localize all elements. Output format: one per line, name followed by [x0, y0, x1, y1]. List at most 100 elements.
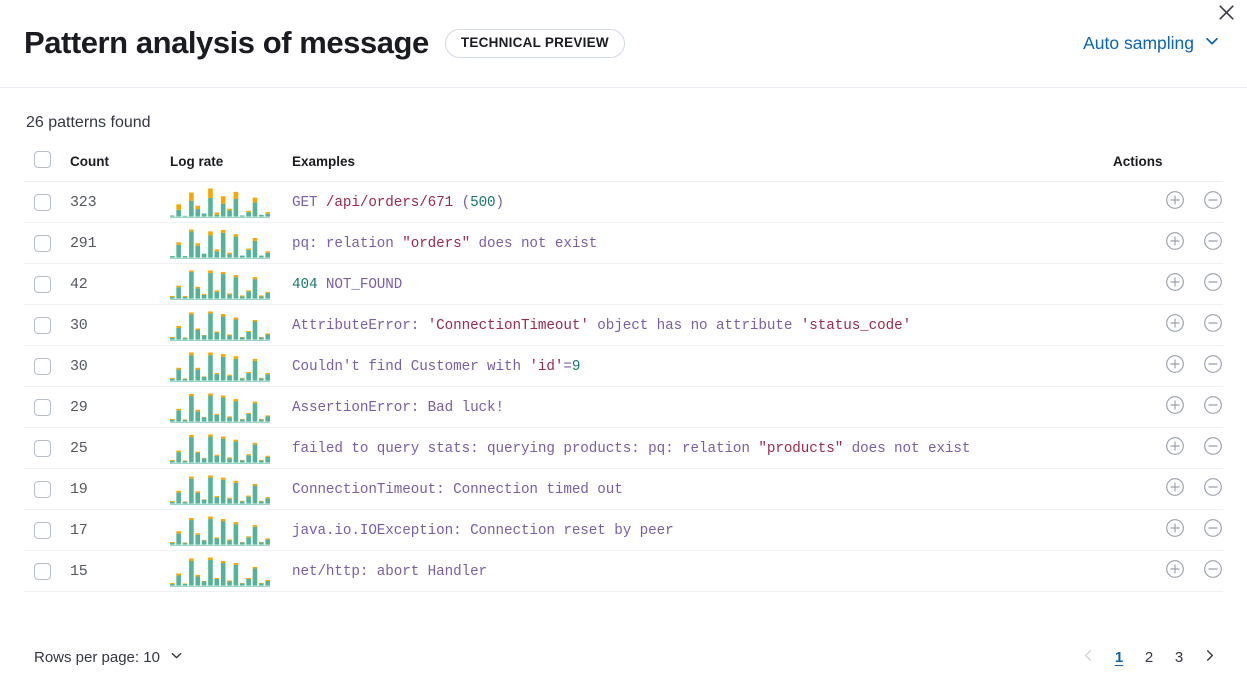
example-token: 404: [292, 277, 318, 293]
example-token: does not exist: [843, 441, 971, 457]
row-checkbox[interactable]: [34, 480, 51, 498]
filter-for-value-button[interactable]: [1165, 395, 1185, 415]
chevron-down-icon: [1203, 32, 1221, 55]
filter-for-value-button[interactable]: [1165, 354, 1185, 374]
row-count: 29: [70, 386, 170, 428]
example-token: NOT_FOUND: [317, 277, 403, 293]
filter-for-value-button[interactable]: [1165, 231, 1185, 251]
row-checkbox[interactable]: [34, 439, 51, 457]
row-log-rate-sparkline: [170, 386, 292, 428]
pagination-page-1[interactable]: 1: [1114, 648, 1124, 666]
row-select-cell: [24, 468, 70, 510]
column-header-examples: Examples: [292, 151, 1113, 182]
row-log-rate-sparkline: [170, 509, 292, 551]
example-token: java.io.IOException: Connection reset by…: [292, 523, 674, 539]
example-token: ): [495, 195, 505, 211]
chevron-left-icon: [1081, 648, 1096, 667]
row-actions: [1113, 386, 1223, 428]
pagination-next-button[interactable]: [1196, 644, 1223, 670]
filter-out-value-button[interactable]: [1203, 559, 1223, 579]
chevron-right-icon: [1202, 648, 1217, 667]
table-row: 19 ConnectionTimeout: Connection timed o…: [24, 468, 1223, 510]
row-actions: [1113, 181, 1223, 223]
row-select-cell: [24, 345, 70, 387]
example-token: 'id': [529, 359, 564, 375]
filter-for-value-button[interactable]: [1165, 477, 1185, 497]
example-token: GET: [292, 195, 326, 211]
example-token: 500: [470, 195, 496, 211]
filter-out-value-button[interactable]: [1203, 354, 1223, 374]
table-footer: Rows per page: 10 1 2 3: [0, 630, 1247, 684]
row-actions: [1113, 222, 1223, 264]
row-select-cell: [24, 427, 70, 469]
filter-out-value-button[interactable]: [1203, 190, 1223, 210]
row-count: 323: [70, 181, 170, 223]
filter-out-value-button[interactable]: [1203, 272, 1223, 292]
select-all-checkbox[interactable]: [34, 151, 51, 168]
row-select-cell: [24, 509, 70, 551]
row-checkbox[interactable]: [34, 398, 51, 416]
example-token: AssertionError: Bad luck!: [292, 400, 504, 416]
row-log-rate-sparkline: [170, 345, 292, 387]
row-example: Couldn't find Customer with 'id'=9: [292, 345, 1113, 387]
pagination-page-2[interactable]: 2: [1144, 648, 1154, 666]
row-example: java.io.IOException: Connection reset by…: [292, 509, 1113, 551]
chevron-down-icon: [169, 648, 184, 667]
filter-for-value-button[interactable]: [1165, 518, 1185, 538]
row-select-cell: [24, 181, 70, 223]
example-token: "products": [758, 441, 844, 457]
row-example: pq: relation "orders" does not exist: [292, 222, 1113, 264]
row-checkbox[interactable]: [34, 316, 51, 334]
table-row: 291 pq: relation "orders" does not exist: [24, 222, 1223, 264]
row-log-rate-sparkline: [170, 468, 292, 510]
row-checkbox[interactable]: [34, 193, 51, 211]
page-title: Pattern analysis of message: [24, 25, 429, 61]
example-token: ConnectionTimeout: Connection timed out: [292, 482, 623, 498]
pagination-page-3[interactable]: 3: [1174, 648, 1184, 666]
close-icon: [1218, 4, 1235, 26]
table-row: 30 Couldn't find Customer with 'id'=9: [24, 345, 1223, 387]
filter-out-value-button[interactable]: [1203, 436, 1223, 456]
filter-out-value-button[interactable]: [1203, 313, 1223, 333]
auto-sampling-dropdown[interactable]: Auto sampling: [1083, 32, 1223, 55]
example-token: AttributeError:: [292, 318, 428, 334]
flyout-body: 26 patterns found Count Log rate Example…: [0, 88, 1247, 592]
row-checkbox[interactable]: [34, 521, 51, 539]
table-row: 30 AttributeError: 'ConnectionTimeout' o…: [24, 304, 1223, 346]
example-token: does not exist: [470, 236, 598, 252]
filter-for-value-button[interactable]: [1165, 190, 1185, 210]
row-example: net/http: abort Handler: [292, 550, 1113, 592]
example-token: "orders": [402, 236, 471, 252]
example-token: (: [453, 195, 471, 211]
pagination-prev-button[interactable]: [1075, 644, 1102, 670]
filter-for-value-button[interactable]: [1165, 272, 1185, 292]
row-example: AssertionError: Bad luck!: [292, 386, 1113, 428]
filter-out-value-button[interactable]: [1203, 477, 1223, 497]
row-actions: [1113, 263, 1223, 305]
close-button[interactable]: [1213, 2, 1239, 28]
filter-for-value-button[interactable]: [1165, 436, 1185, 456]
row-example: AttributeError: 'ConnectionTimeout' obje…: [292, 304, 1113, 346]
column-header-log-rate: Log rate: [170, 151, 292, 182]
example-token: pq: relation: [292, 236, 403, 252]
rows-per-page-label: Rows per page: 10: [34, 648, 160, 666]
row-log-rate-sparkline: [170, 304, 292, 346]
row-select-cell: [24, 550, 70, 592]
filter-for-value-button[interactable]: [1165, 559, 1185, 579]
row-count: 30: [70, 304, 170, 346]
header-left-group: Pattern analysis of message TECHNICAL PR…: [24, 26, 625, 60]
filter-out-value-button[interactable]: [1203, 518, 1223, 538]
row-select-cell: [24, 222, 70, 264]
filter-out-value-button[interactable]: [1203, 231, 1223, 251]
row-select-cell: [24, 386, 70, 428]
row-checkbox[interactable]: [34, 357, 51, 375]
row-select-cell: [24, 263, 70, 305]
patterns-table-head: Count Log rate Examples Actions: [24, 151, 1223, 182]
table-row: 42 404 NOT_FOUND: [24, 263, 1223, 305]
filter-out-value-button[interactable]: [1203, 395, 1223, 415]
filter-for-value-button[interactable]: [1165, 313, 1185, 333]
row-checkbox[interactable]: [34, 275, 51, 293]
row-checkbox[interactable]: [34, 562, 51, 580]
rows-per-page-selector[interactable]: Rows per page: 10: [24, 648, 184, 667]
row-checkbox[interactable]: [34, 234, 51, 252]
